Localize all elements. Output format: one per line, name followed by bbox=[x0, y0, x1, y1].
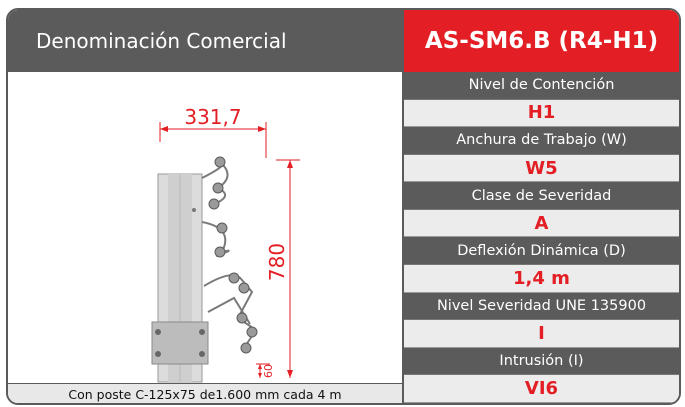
property-label-dynamic-deflection: Deflexión Dinámica (D) bbox=[404, 237, 679, 266]
technical-drawing: 331,7 bbox=[8, 72, 404, 383]
figure-caption: Con poste C-125x75 de1.600 mm cada 4 m bbox=[8, 383, 404, 403]
property-label-severity-class: Clase de Severidad bbox=[404, 182, 679, 210]
product-spec-card: Denominación Comercial AS-SM6.B (R4-H1) … bbox=[6, 8, 681, 405]
cable-brackets bbox=[201, 160, 258, 349]
post bbox=[151, 173, 209, 383]
property-label-une-severity: Nivel Severidad UNE 135900 bbox=[404, 292, 679, 321]
post-embed-dimension: 60 bbox=[256, 363, 275, 378]
property-label-intrusion: Intrusión (I) bbox=[404, 347, 679, 376]
height-dim-label: 780 bbox=[265, 243, 289, 281]
properties-table: Nivel de Contención H1 Anchura de Trabaj… bbox=[404, 72, 679, 403]
post-dim-label: 60 bbox=[262, 364, 275, 378]
property-value-severity-class: A bbox=[404, 209, 679, 238]
property-value-intrusion: VI6 bbox=[404, 375, 679, 403]
property-value-containment: H1 bbox=[404, 99, 679, 128]
property-value-une-severity: I bbox=[404, 320, 679, 348]
property-value-dynamic-deflection: 1,4 m bbox=[404, 265, 679, 293]
property-label-working-width: Anchura de Trabajo (W) bbox=[404, 127, 679, 155]
property-value-working-width: W5 bbox=[404, 154, 679, 183]
width-dim-label: 331,7 bbox=[184, 105, 241, 129]
height-dimension: 780 bbox=[265, 159, 300, 378]
property-label-containment: Nivel de Contención bbox=[404, 72, 679, 100]
width-dimension: 331,7 bbox=[159, 105, 267, 158]
cable-clamps bbox=[208, 156, 258, 354]
product-name: AS-SM6.B (R4-H1) bbox=[404, 10, 679, 72]
header-label: Denominación Comercial bbox=[8, 10, 404, 72]
barrier-section-diagram: 331,7 bbox=[151, 105, 300, 383]
